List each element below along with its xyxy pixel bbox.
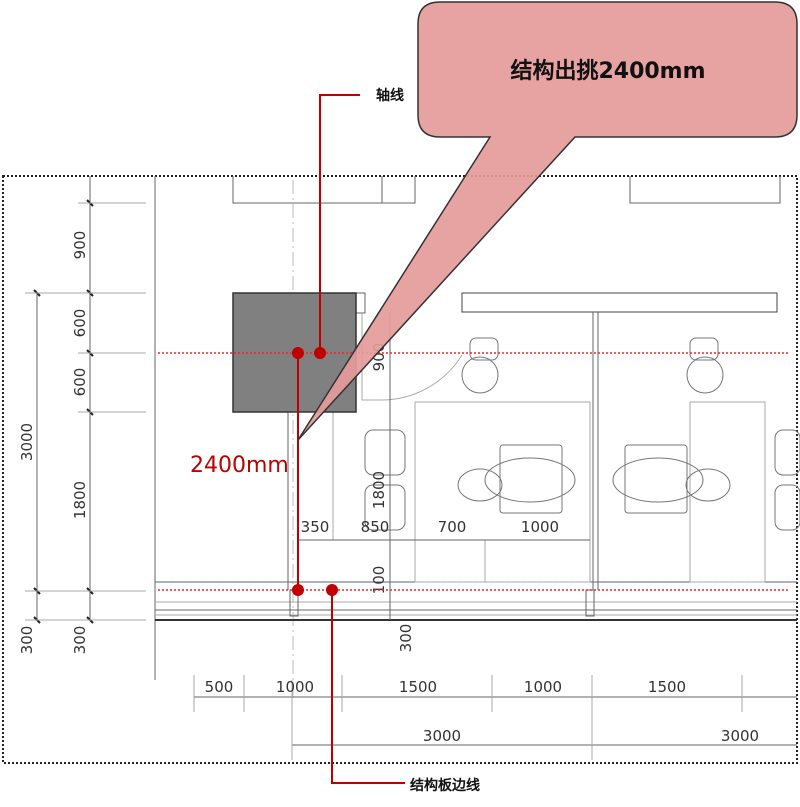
dim-label: 300	[397, 624, 415, 653]
dim-label: 1000	[524, 678, 562, 696]
dim-label: 300	[18, 626, 36, 655]
dim-label: 500	[205, 678, 234, 696]
partitions	[287, 292, 778, 590]
dim-label: 1000	[276, 678, 314, 696]
dim-label: 850	[361, 518, 390, 536]
dim-label: 3000	[721, 727, 759, 745]
bottom-dimensions: 500 1000 1500 1000 1500 3000 3000	[193, 675, 797, 760]
callout-title: 结构出挑2400mm	[510, 58, 705, 84]
dim-label: 900	[71, 231, 89, 260]
top-cabinets	[232, 176, 781, 204]
dim-label: 3000	[18, 423, 36, 461]
dim-label: 350	[301, 518, 330, 536]
dim-label: 1500	[648, 678, 686, 696]
furniture	[364, 337, 800, 531]
dim-label: 3000	[423, 727, 461, 745]
left-dimensions: 900 600 600 1800 300 3000 300	[18, 176, 146, 654]
dim-label: 1500	[399, 678, 437, 696]
dim-label: 600	[71, 368, 89, 397]
dim-label: 700	[438, 518, 467, 536]
dim-label: 600	[71, 309, 89, 338]
facade-lines	[155, 581, 797, 621]
dim-label: 100	[370, 566, 388, 595]
slab-edge-label: 结构板边线	[410, 777, 480, 794]
drawing-frame	[2, 175, 798, 764]
dim-label: 1000	[521, 518, 559, 536]
red-annotations: 2400mm 轴线 结构板边线	[158, 87, 790, 794]
dim-label: 300	[71, 626, 89, 655]
axis-label: 轴线	[376, 87, 404, 104]
callout-bubble: 结构出挑2400mm	[297, 1, 798, 441]
overhang-label: 2400mm	[190, 453, 289, 478]
dim-label: 1800	[71, 481, 89, 519]
dim-label: 1800	[370, 471, 388, 509]
